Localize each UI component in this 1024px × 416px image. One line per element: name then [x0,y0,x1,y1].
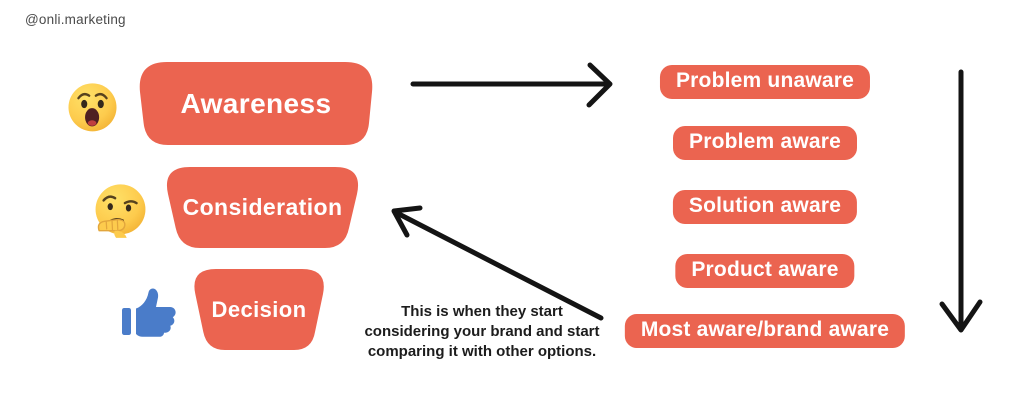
annotation-line-1: This is when they start [401,303,563,320]
funnel-stage-decision: Decision [190,269,328,350]
arrow-awareness-progression-down [939,69,983,333]
author-handle: @onli.marketing [25,12,126,27]
funnel-stage-consideration: Consideration [162,167,363,248]
pill-problem-unaware: Problem unaware [659,65,871,99]
thinking-face-emoji-icon [92,182,149,242]
thumbs-up-icon [119,287,181,339]
pill-solution-aware: Solution aware [672,190,858,224]
pill-problem-aware: Problem aware [673,126,857,160]
pill-product-aware: Product aware [675,254,855,288]
annotation-line-3: comparing it with other options. [367,343,597,360]
stage-label-consideration: Consideration [182,194,343,220]
annotation-line-2: considering your brand and start [364,323,600,340]
funnel-stage-awareness: Awareness [137,62,375,145]
funnel-shape-decision [194,269,324,350]
arrow-mostaware-to-consideration [391,205,604,321]
funnel-shape-awareness [139,62,373,145]
funnel-shape-consideration [166,167,359,248]
arrow-awareness-to-levels [410,62,613,108]
surprised-face-emoji-icon [66,80,119,133]
stage-label-awareness: Awareness [180,87,332,119]
pill-most-aware-brand-aware: Most aware/brand aware [624,314,906,348]
stage-label-decision: Decision [211,296,307,322]
consideration-annotation: This is when they start considering your… [350,302,614,362]
